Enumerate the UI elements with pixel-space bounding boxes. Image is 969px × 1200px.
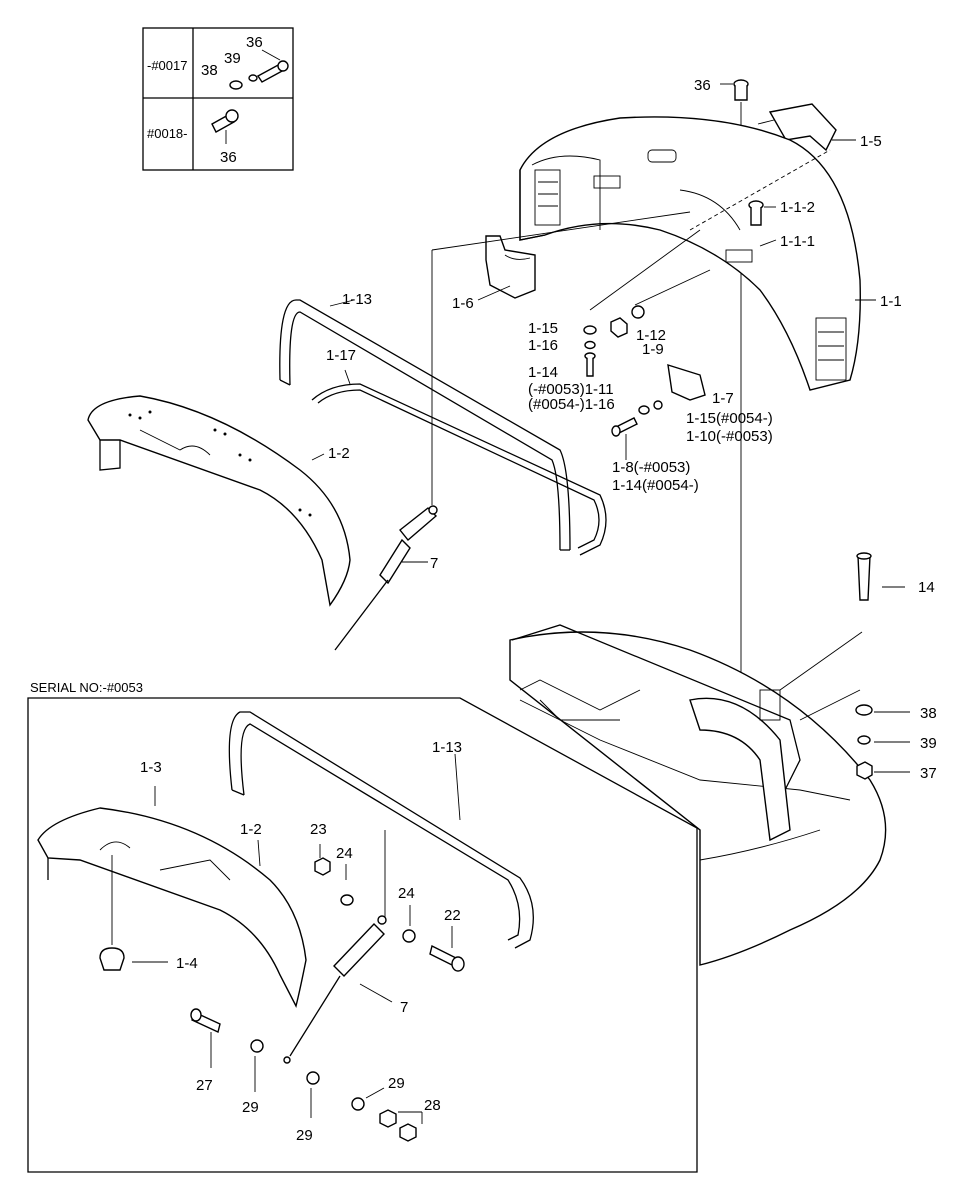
inset-label-39: 39 (224, 50, 241, 67)
frame-base-icon (509, 624, 887, 966)
label-22: 22 (444, 907, 461, 924)
cover-1-3-icon (37, 786, 307, 1008)
hinge-1-6-icon (477, 235, 536, 301)
latch-1-7-icon (667, 363, 706, 401)
bolt-1-8-icon (611, 417, 638, 460)
inset-label-36: 36 (246, 34, 263, 51)
washer-29a-icon (250, 1039, 264, 1092)
serial-inset-table: -#0017 #0018- 36 38 39 36 (142, 27, 294, 171)
nut-23-icon (314, 857, 331, 876)
label-1-1-1: 1-1-1 (780, 233, 815, 250)
inset-label-36b: 36 (220, 149, 237, 166)
label-24a: 24 (336, 845, 353, 862)
label-1-1: 1-1 (880, 293, 902, 310)
strip-1-17-icon (311, 369, 607, 556)
bolt-14-icon (779, 552, 905, 691)
washer-39-icon (857, 735, 910, 745)
hood-1-1-icon (519, 116, 876, 391)
washer-1-16-icon (584, 340, 596, 350)
label-1-3: 1-3 (140, 759, 162, 776)
label-29a: 29 (242, 1099, 259, 1116)
label-1-17: 1-17 (326, 347, 356, 364)
label-29c: 29 (388, 1075, 405, 1092)
label-1-12: 1-12 (636, 327, 666, 344)
bolt-27-icon (190, 1008, 221, 1068)
label-36: 36 (694, 77, 711, 94)
label-1-6: 1-6 (452, 295, 474, 312)
label-1-16b: (#0054-)1-16 (528, 396, 615, 413)
plug-1-4-icon (99, 947, 168, 971)
seal-1-13-icon (279, 299, 571, 551)
label-1-4: 1-4 (176, 955, 198, 972)
washer-1-12-icon (631, 305, 645, 319)
washer-29b-icon (306, 1071, 320, 1118)
nuts-28-icon (379, 1109, 423, 1142)
washer-1-15-icon (583, 325, 597, 335)
label-39: 39 (920, 735, 937, 752)
nut-37-icon (856, 761, 910, 780)
gas-strut-7-lower-icon (283, 830, 393, 1064)
label-1-15b: 1-15(#0054-) (686, 410, 773, 427)
hardware-1-15b-icon (638, 400, 663, 415)
label-7: 7 (430, 555, 438, 572)
label-1-1-2: 1-1-2 (780, 199, 815, 216)
label-23: 23 (310, 821, 327, 838)
bolt-36-icon (720, 79, 749, 101)
label-28: 28 (424, 1097, 441, 1114)
label-29b: 29 (296, 1127, 313, 1144)
serial-note: SERIAL NO:-#0053 (30, 680, 143, 695)
inset-serial-row1: -#0017 (147, 58, 187, 73)
label-1-14: 1-14 (528, 364, 558, 381)
bolt-1-14-icon (584, 352, 596, 377)
washer-24-icon (340, 894, 354, 906)
seal-1-13-lower-icon (228, 711, 534, 949)
label-1-14b: 1-14(#0054-) (612, 477, 699, 494)
label-1-10: 1-10(-#0053) (686, 428, 773, 445)
label-1-9: 1-9 (642, 341, 664, 358)
lower-inset-frame (27, 697, 698, 1173)
label-24b: 24 (398, 885, 415, 902)
label-1-13-lower: 1-13 (432, 739, 462, 756)
label-1-11: (-#0053)1-11 (528, 381, 614, 398)
label-1-5: 1-5 (860, 133, 882, 150)
bolt-22-icon (429, 926, 465, 972)
washer-38-icon (855, 704, 910, 716)
inset-bolt-icon (229, 49, 289, 90)
washer-24b-icon (402, 929, 416, 943)
cover-1-2-icon (87, 395, 351, 607)
label-1-13: 1-13 (342, 291, 372, 308)
nut-1-9-icon (610, 317, 628, 338)
label-1-8: 1-8(-#0053) (612, 459, 690, 476)
inset-serial-row2: #0018- (147, 126, 187, 141)
bolt-1-1-2-icon (748, 200, 776, 226)
washer-29c-icon (351, 1087, 385, 1111)
label-1-15: 1-15 (528, 320, 558, 337)
gas-strut-7-icon (334, 505, 438, 651)
inset-bolt-icon-2 (211, 109, 239, 144)
label-37: 37 (920, 765, 937, 782)
label-27: 27 (196, 1077, 213, 1094)
label-1-16: 1-16 (528, 337, 558, 354)
label-1-7: 1-7 (712, 390, 734, 407)
label-1-2: 1-2 (328, 445, 350, 462)
label-14: 14 (918, 579, 935, 596)
inset-label-38: 38 (201, 62, 218, 79)
label-38: 38 (920, 705, 937, 722)
label-7-lower: 7 (400, 999, 408, 1016)
label-1-2-lower: 1-2 (240, 821, 262, 838)
